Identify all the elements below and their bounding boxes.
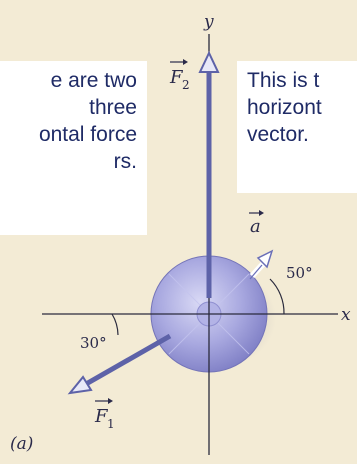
force1-label: F 1	[94, 398, 115, 431]
accel-arrowhead	[256, 249, 274, 269]
callout-right-line-2: horizont	[247, 96, 322, 119]
accel-vector-outline	[249, 264, 263, 280]
callout-right-line-1: This is t	[247, 69, 320, 92]
force1-label-sub: 1	[107, 417, 115, 431]
callout-right-line-3: vector.	[247, 123, 309, 146]
y-axis-label: y	[203, 12, 214, 32]
angle-30-label: 30°	[80, 334, 107, 352]
callout-left-line-4: rs.	[113, 150, 137, 173]
force2-arrowhead	[198, 50, 220, 73]
force1-label-f: F	[94, 406, 109, 427]
panel-label: (a)	[10, 434, 33, 454]
angle-arc-50	[269, 278, 285, 315]
accel-label-a: a	[250, 216, 261, 237]
callout-left-line-2: three	[89, 96, 137, 119]
force1-vector	[84, 333, 172, 387]
callout-right: This is t horizont vector.	[237, 61, 357, 193]
callout-left-line-1: e are two	[50, 69, 137, 92]
force2-label-sub: 2	[182, 78, 190, 92]
angle-50-label: 50°	[286, 264, 313, 282]
force1-arrowhead	[67, 375, 93, 395]
callout-left: e are two three ontal force rs.	[0, 61, 147, 235]
force2-label: F 2	[169, 59, 190, 92]
accel-label: a	[249, 210, 264, 237]
callout-left-line-3: ontal force	[38, 123, 137, 146]
force2-label-f: F	[169, 67, 184, 88]
x-axis-label: x	[341, 305, 351, 325]
angle-arc-30	[111, 313, 119, 336]
